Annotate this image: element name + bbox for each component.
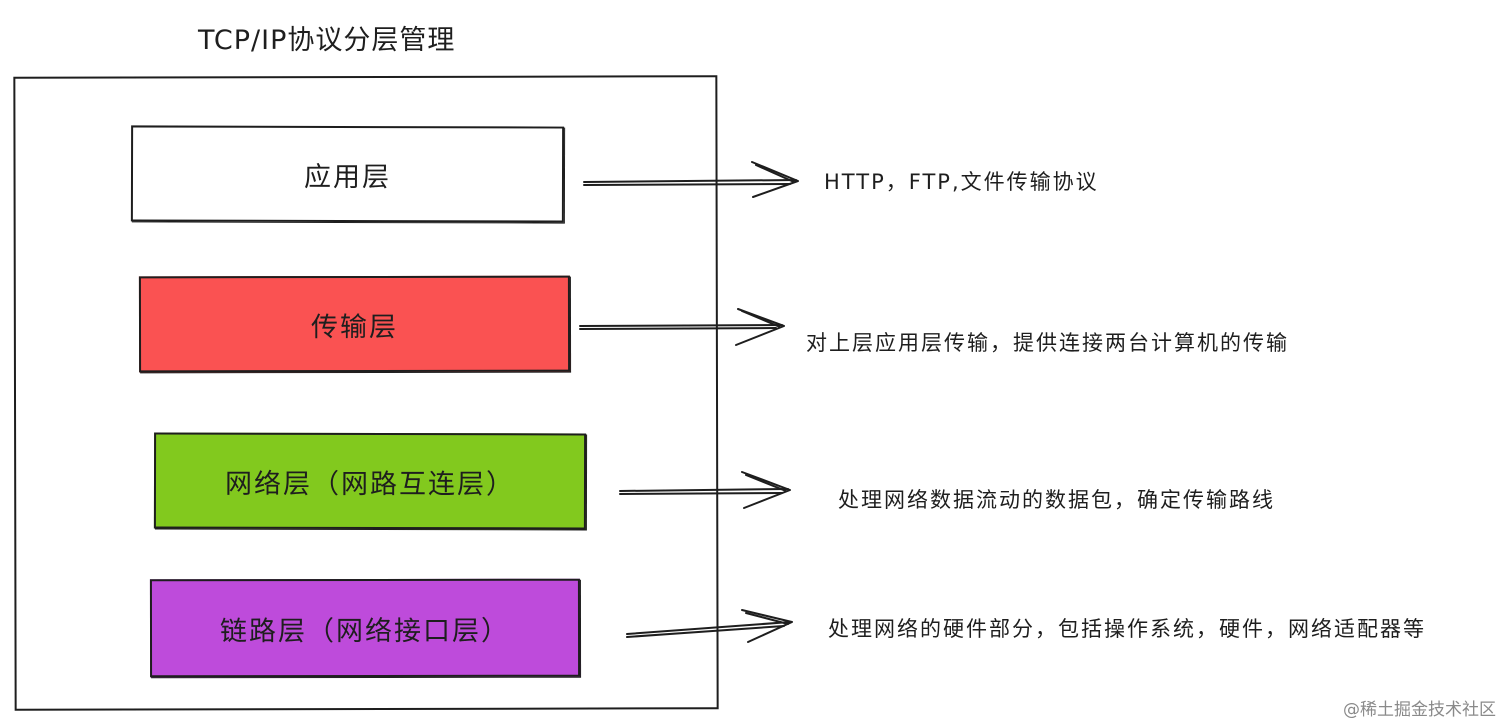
application-layer-box: 应用层	[130, 125, 565, 223]
network-layer-box: 网络层（网路互连层）	[153, 432, 587, 530]
transport-layer-box: 传输层	[138, 275, 571, 373]
watermark: @稀土掘金技术社区	[1343, 700, 1496, 720]
link-layer-description: 处理网络的硬件部分，包括操作系统，硬件，网络适配器等	[828, 617, 1426, 641]
network-layer-label: 网络层（网路互连层）	[224, 468, 516, 500]
diagram-title: TCP/IP协议分层管理	[198, 25, 456, 56]
transport-layer-label: 传输层	[310, 311, 399, 343]
link-layer-label: 链路层（网络接口层）	[219, 615, 511, 647]
application-layer-label: 应用层	[303, 161, 392, 193]
transport-layer-description: 对上层应用层传输，提供连接两台计算机的传输	[806, 331, 1289, 355]
link-layer-box: 链路层（网络接口层）	[149, 578, 581, 678]
network-layer-description: 处理网络数据流动的数据包，确定传输路线	[838, 488, 1275, 512]
application-layer-description: HTTP，FTP,文件传输协议	[824, 170, 1099, 194]
